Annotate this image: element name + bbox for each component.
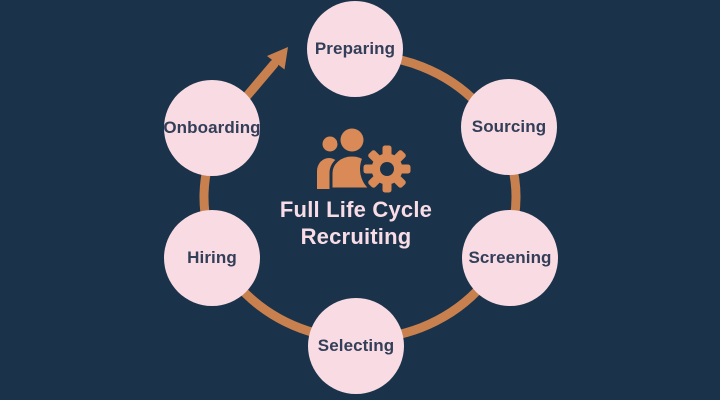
small-person-body-icon	[317, 158, 341, 189]
people-gear-icon	[317, 125, 414, 196]
gear-tooth	[382, 179, 392, 193]
gear-hole	[380, 162, 394, 176]
gear-icon	[363, 145, 411, 193]
stage-circle-onboarding: Onboarding	[163, 80, 261, 176]
gear-tooth	[368, 150, 382, 164]
head-separation-ring	[337, 125, 367, 155]
stage-label-selecting: Selecting	[317, 336, 395, 355]
stage-circle-selecting: Selecting	[308, 298, 404, 394]
gear-tooth	[363, 164, 377, 174]
large-person-body-icon	[329, 153, 375, 191]
cycle-arrow-head	[267, 47, 288, 70]
gear-tooth	[392, 174, 406, 188]
stage-circle-hiring: Hiring	[164, 210, 260, 306]
diagram-title-line2: Recruiting	[300, 224, 412, 249]
stage-circle-preparing: Preparing	[307, 1, 403, 97]
stage-label-hiring: Hiring	[187, 248, 237, 267]
gear-tooth	[382, 145, 392, 159]
stage-label-onboarding: Onboarding	[163, 118, 261, 137]
stage-circle-sourcing: Sourcing	[461, 79, 557, 175]
stage-label-screening: Screening	[468, 248, 552, 267]
stage-circle-screening: Screening	[462, 210, 558, 306]
gear-separation-ring	[360, 142, 414, 196]
gear-body	[371, 153, 403, 185]
gear-tooth	[397, 164, 411, 174]
small-person-head-icon	[322, 136, 338, 152]
diagram-title-line1: Full Life Cycle	[279, 197, 433, 222]
large-person-head-icon	[340, 128, 364, 152]
stage-label-preparing: Preparing	[314, 39, 396, 58]
gear-tooth	[392, 150, 406, 164]
gear-tooth	[368, 174, 382, 188]
diagram-title: Full Life Cycle Recruiting	[206, 196, 506, 250]
stage-label-sourcing: Sourcing	[471, 117, 547, 136]
